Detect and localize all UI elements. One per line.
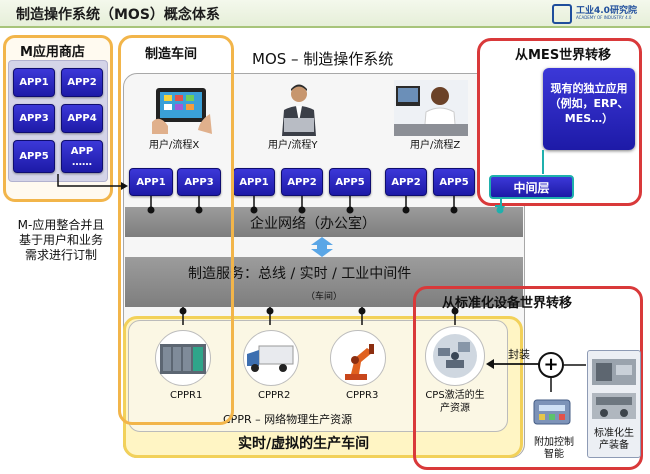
industrial-robot-icon (345, 344, 374, 380)
middle-layer-button[interactable]: 中间层 (489, 175, 574, 199)
mes-connector-arrows (495, 150, 544, 212)
logo-mark-icon (552, 4, 572, 24)
control-intelligence-icon (533, 399, 571, 425)
logo-subtext: ACADEMY OF INDUSTRY 4.0 (576, 15, 632, 20)
cps-label: CPS激活的生产资源 (425, 390, 485, 414)
store-app5-button[interactable]: APP5 (13, 140, 55, 173)
tablet-user-icon (152, 88, 212, 134)
plc-controller-icon (160, 344, 206, 374)
encapsulate-label: 封装 (508, 348, 530, 361)
user-y-app5-button[interactable]: APP5 (329, 168, 371, 196)
app-store-note: M-应用整合并且基于用户和业务需求进行订制 (17, 218, 105, 262)
cps-resource-icon (433, 334, 477, 378)
cppr1-label: CPPR1 (170, 390, 203, 401)
user-x-app1-button[interactable]: APP1 (129, 168, 173, 196)
combine-connectors (550, 364, 586, 392)
enterprise-network-label: 企业网络（办公室） (250, 216, 376, 232)
page-title: 制造操作系统（MOS）概念体系 (16, 7, 220, 23)
app-network-connectors (147, 196, 504, 214)
service-bus-label: 制造服务：总线 / 实时 / 工业中间件 (188, 266, 412, 282)
app-store-title: M应用商店 (20, 45, 85, 60)
logo-text: 工业4.0研究院 (576, 6, 637, 16)
businessman-user-icon (282, 84, 316, 136)
control-intelligence-label: 附加控制智能 (534, 437, 574, 460)
user-process-y-label: 用户/流程Y (268, 140, 318, 151)
existing-apps-box: 现有的独立应用（例如，ERP、MES…） (543, 68, 635, 150)
store-app1-button[interactable]: APP1 (13, 68, 55, 97)
cppr2-label: CPPR2 (258, 390, 291, 401)
production-machine-icon (592, 359, 636, 419)
user-z-app2-button[interactable]: APP2 (385, 168, 427, 196)
truck-icon (247, 345, 294, 372)
bus-connectors (179, 307, 459, 325)
store-app2-button[interactable]: APP2 (61, 68, 103, 97)
standard-equipment-title: 从标准化设备世界转移 (442, 296, 573, 311)
combine-plus-icon: + (538, 352, 564, 378)
mes-title: 从MES世界转移 (515, 48, 612, 63)
header-bar (0, 0, 650, 28)
production-floor-label: 实时/虚拟的生产车间 (238, 436, 370, 452)
user-process-z-label: 用户/流程Z (410, 140, 461, 151)
standard-equipment-label: 标准化生产装备 (594, 428, 634, 451)
office-user-icon (394, 80, 468, 136)
standard-equipment-frame (413, 286, 643, 470)
service-bus-sublabel: （车间） (306, 292, 343, 302)
user-y-app1-button[interactable]: APP1 (233, 168, 275, 196)
user-z-app5-button[interactable]: APP5 (433, 168, 475, 196)
mos-title: MOS – 制造操作系统 (252, 50, 394, 68)
store-app-more-button[interactable]: APP …… (61, 140, 103, 173)
store-app4-button[interactable]: APP4 (61, 104, 103, 133)
workshop-title: 制造车间 (145, 47, 198, 62)
user-y-app2-button[interactable]: APP2 (281, 168, 323, 196)
user-x-app3-button[interactable]: APP3 (177, 168, 221, 196)
bidirectional-arrow-icon (311, 237, 333, 257)
workshop-frame (118, 35, 234, 425)
cppr-description: CPPR – 网络物理生产资源 (223, 413, 353, 426)
service-bus-band (125, 257, 523, 307)
store-app3-button[interactable]: APP3 (13, 104, 55, 133)
store-to-workshop-arrow (57, 174, 128, 190)
cppr3-label: CPPR3 (346, 390, 379, 401)
logo: 工业4.0研究院 ACADEMY OF INDUSTRY 4.0 (552, 3, 642, 25)
user-process-x-label: 用户/流程X (149, 140, 200, 151)
encapsulate-arrow (486, 359, 540, 369)
